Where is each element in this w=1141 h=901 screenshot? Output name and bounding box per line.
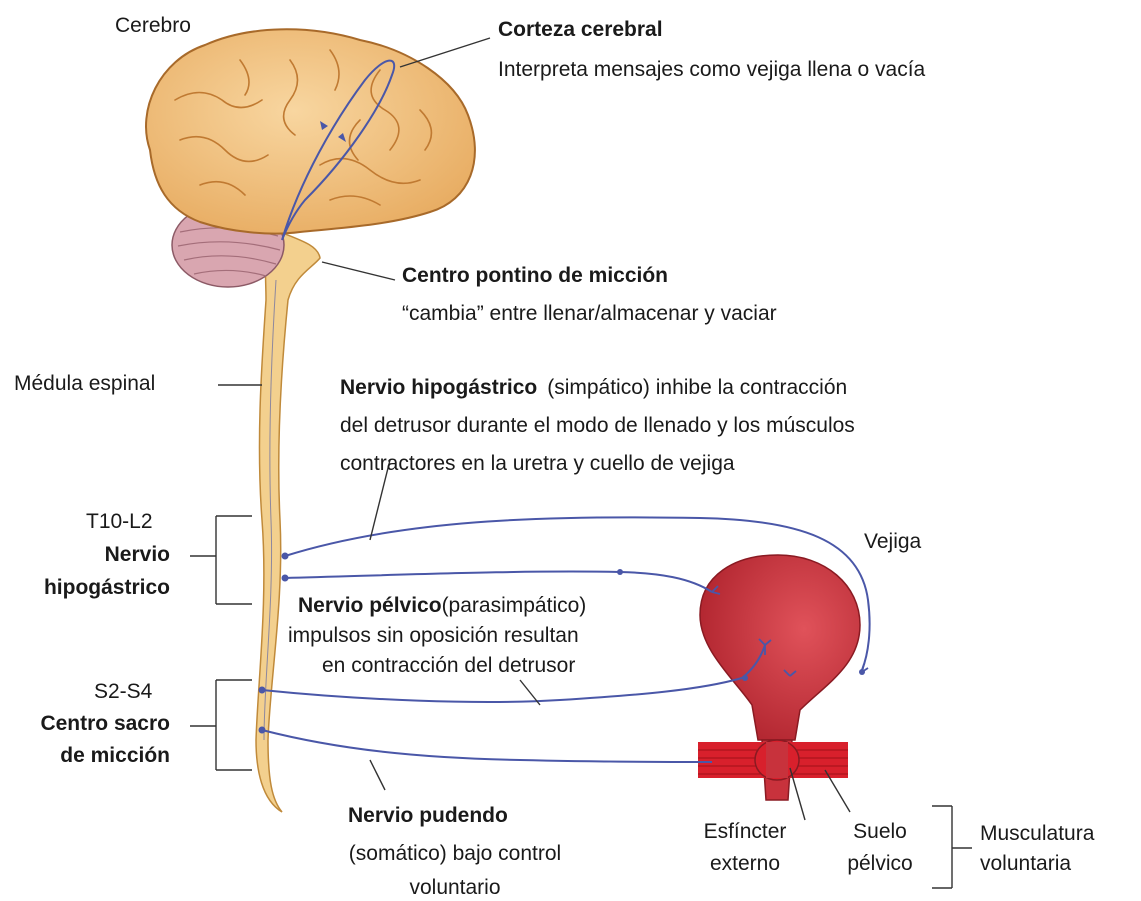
s2-name-1: Centro sacro — [40, 712, 170, 735]
s2-name-2: de micción — [60, 744, 170, 767]
hypogastric-nerve-branch — [284, 570, 713, 593]
hipogastrico-desc-line2: del detrusor durante el modo de llenado … — [340, 414, 855, 437]
hipogastrico-desc-title: Nervio hipogástrico — [340, 376, 538, 399]
hipogastrico-desc-text1: (simpático) inhibe la contracción — [547, 376, 848, 399]
hipogastrico-desc-line1: Nervio hipogástrico (simpático) inhibe la… — [340, 376, 847, 400]
cortex-nerve-loop — [281, 59, 396, 241]
t10-name-2: hipogástrico — [43, 576, 170, 599]
musculatura-label-1: Musculatura — [980, 822, 1095, 845]
pontino-desc: “cambia” entre llenar/almacenar y vaciar — [402, 302, 777, 325]
pelvico-line2: impulsos sin oposición resultan — [288, 624, 579, 647]
suelo-label-2: pélvico — [847, 852, 913, 875]
corteza-title: Corteza cerebral — [498, 18, 663, 41]
hypogastric-nerve-path — [284, 516, 871, 671]
cortex-nerve-arrow — [320, 121, 346, 142]
pudendo-line2: (somático) bajo control — [348, 842, 562, 865]
hipogastrico-desc-line3: contractores en la uretra y cuello de ve… — [340, 452, 735, 475]
nerves — [261, 516, 871, 763]
suelo-label-1: Suelo — [853, 820, 907, 843]
brain — [145, 28, 476, 235]
pudendo-line3: voluntario — [409, 876, 501, 899]
pelvico-line1: Nervio pélvico(parasimpático) — [298, 594, 586, 618]
pelvic-nerve-path — [261, 644, 766, 703]
musculatura-label-2: voluntaria — [980, 852, 1072, 875]
t10-name-1: Nervio — [104, 543, 170, 566]
esfinter-label-1: Esfíncter — [703, 820, 787, 843]
spinal-cord — [255, 229, 321, 813]
cerebro-label: Cerebro — [115, 14, 191, 37]
pelvico-suffix: (parasimpático) — [441, 594, 587, 617]
spinal-cord-center — [263, 279, 277, 741]
esfinter-label-2: externo — [709, 852, 781, 875]
s2-level: S2-S4 — [94, 680, 153, 703]
leaders — [190, 37, 972, 889]
detrusor-endings — [711, 585, 869, 677]
pontino-title: Centro pontino de micción — [402, 264, 668, 287]
bladder — [699, 554, 861, 741]
pudendal-nerve-path — [261, 729, 713, 763]
brain-gyri — [174, 49, 433, 206]
corteza-desc: Interpreta mensajes como vejiga llena o … — [498, 58, 926, 81]
vejiga-label: Vejiga — [864, 530, 922, 553]
medula-label: Médula espinal — [14, 372, 156, 395]
pelvico-title: Nervio pélvico — [298, 594, 442, 617]
urethra-front — [766, 742, 788, 778]
t10-level: T10-L2 — [86, 510, 153, 533]
pelvico-line3: en contracción del detrusor — [322, 654, 576, 677]
nerve-endings — [258, 552, 865, 734]
pudendo-title: Nervio pudendo — [348, 804, 508, 827]
